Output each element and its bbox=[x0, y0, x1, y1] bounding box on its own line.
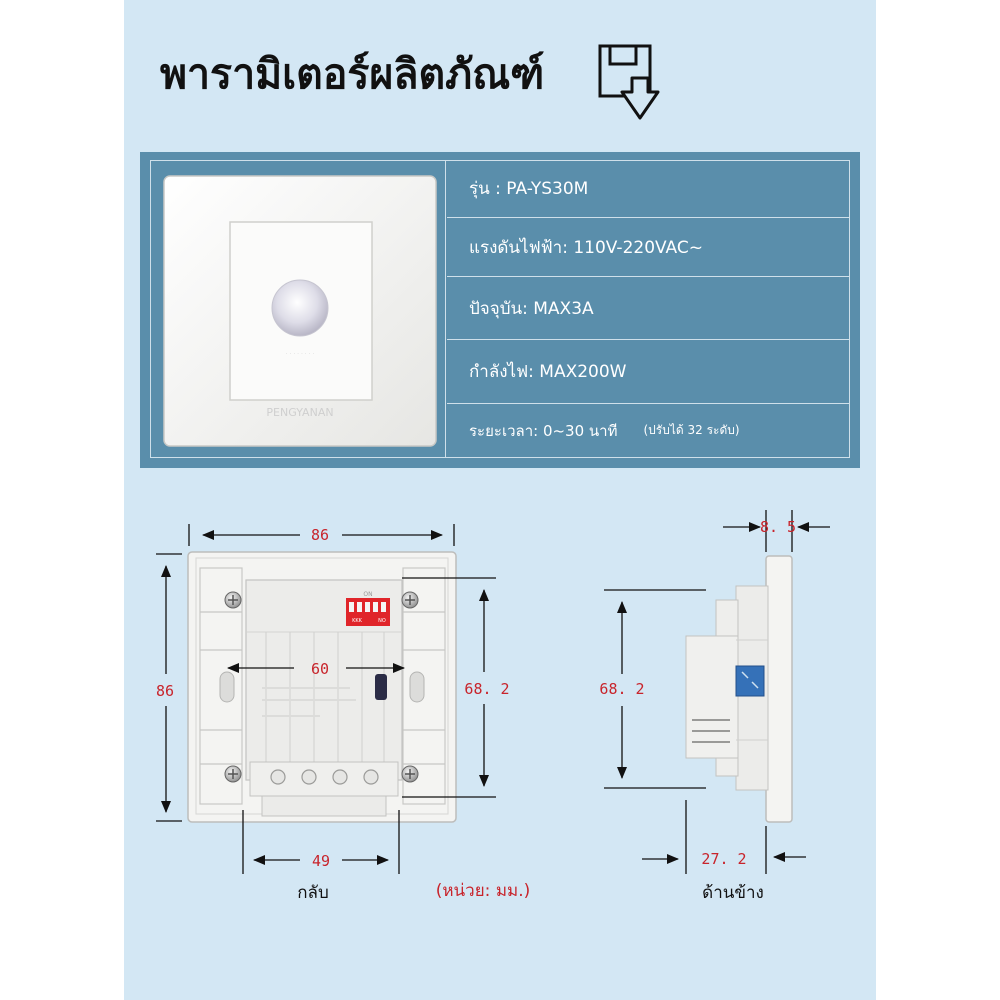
side-height-label: 68. 2 bbox=[599, 680, 644, 698]
page-title: พารามิเตอร์ผลิตภัณฑ์ bbox=[160, 50, 545, 98]
unit-note: (หน่วย: มม.) bbox=[436, 881, 531, 901]
svg-text:· · · · · · · ·: · · · · · · · · bbox=[286, 351, 315, 358]
spec-voltage: แรงดันไฟฟ้า: 110V-220VAC~ bbox=[469, 237, 703, 258]
spec-row-current: ปัจจุบัน: MAX3A bbox=[447, 277, 850, 340]
spec-row-voltage: แรงดันไฟฟ้า: 110V-220VAC~ bbox=[447, 218, 850, 277]
back-view-caption: กลับ bbox=[297, 883, 329, 903]
back-width-label: 86 bbox=[311, 526, 329, 544]
spec-model: รุ่น : PA-YS30M bbox=[469, 179, 589, 199]
product-photo-cell: · · · · · · · · PENGYANAN bbox=[150, 160, 446, 458]
spec-duration: ระยะเวลา: 0~30 นาที bbox=[469, 421, 618, 440]
download-save-icon bbox=[598, 44, 660, 120]
back-bottom-width-label: 49 bbox=[312, 852, 330, 870]
back-inner-height-label: 68. 2 bbox=[464, 680, 509, 698]
side-view-caption: ด้านข้าง bbox=[702, 883, 764, 903]
spec-row-model: รุ่น : PA-YS30M bbox=[447, 160, 850, 218]
back-view-drawing: ON KKK NO bbox=[187, 551, 457, 823]
brand-embossed-text: PENGYANAN bbox=[266, 406, 333, 419]
spec-row-duration: ระยะเวลา: 0~30 นาที (ปรับได้ 32 ระดับ) bbox=[447, 404, 850, 458]
spec-row-power: กำลังไฟ: MAX200W bbox=[447, 340, 850, 404]
back-inner-width-label: 60 bbox=[311, 660, 329, 678]
dip-switch-label: ON bbox=[363, 591, 372, 598]
switch-front-photo: · · · · · · · · PENGYANAN bbox=[163, 175, 437, 447]
side-view-drawing bbox=[685, 555, 793, 823]
side-view-dimension-lines bbox=[604, 510, 830, 874]
side-thickness-label: 8. 5 bbox=[760, 518, 796, 536]
dip-switch: ON KKK NO bbox=[346, 591, 390, 626]
spec-power: กำลังไฟ: MAX200W bbox=[469, 362, 627, 382]
spec-current: ปัจจุบัน: MAX3A bbox=[469, 298, 594, 319]
dip-switch-num: NO bbox=[378, 618, 386, 624]
dip-switch-markings: KKK bbox=[352, 618, 363, 624]
side-depth-label: 27. 2 bbox=[701, 850, 746, 868]
back-view-dimension-lines bbox=[156, 524, 496, 874]
spec-duration-note: (ปรับได้ 32 ระดับ) bbox=[643, 423, 740, 437]
back-height-label: 86 bbox=[156, 682, 174, 700]
